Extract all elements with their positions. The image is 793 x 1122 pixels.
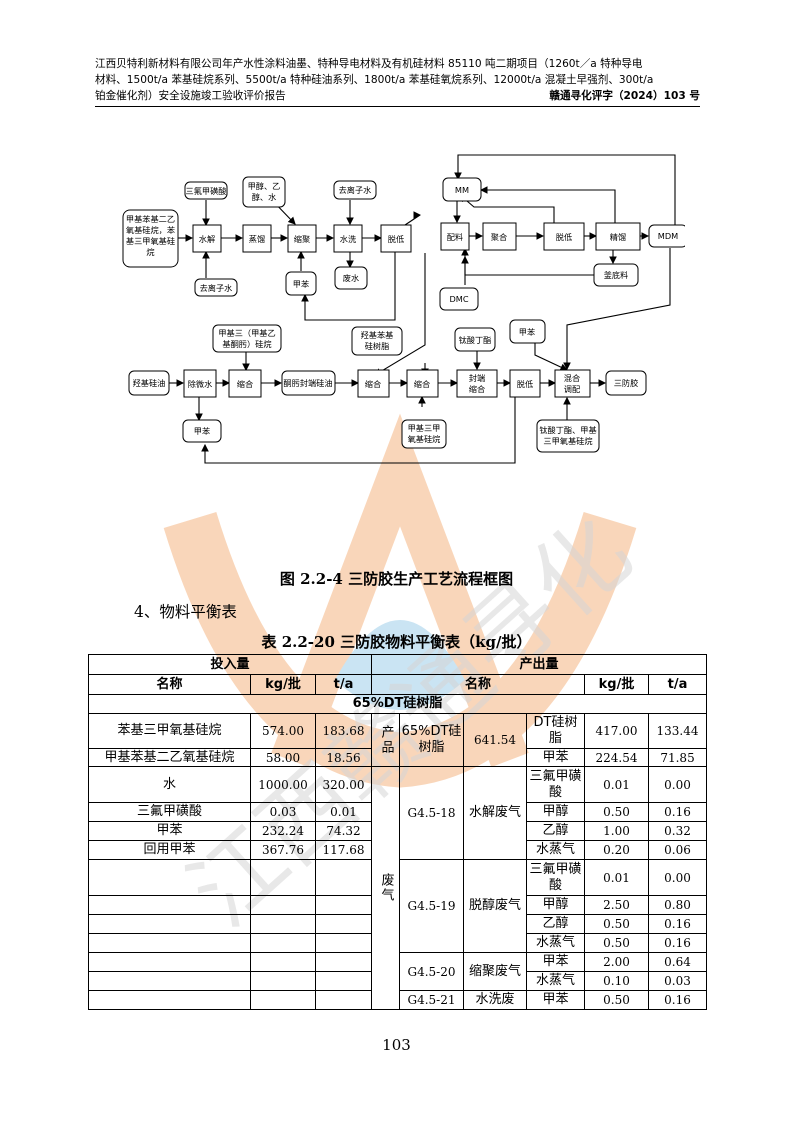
node-distillation: 蒸馏 <box>249 234 265 244</box>
gas-name: 脱醇废气 <box>463 859 528 953</box>
gas-name: 水洗废 <box>463 990 528 1010</box>
node-oxime-terminated-oil: 酮肟封端硅油 <box>283 378 332 388</box>
node-rectification: 精馏 <box>610 232 626 242</box>
table-row: 乙醇 0.50 0.16 <box>88 914 708 934</box>
category-product: 产品 <box>371 713 401 767</box>
output-header: 产出量 <box>371 654 708 675</box>
page-number: 103 <box>382 1036 411 1054</box>
node-hydrolysis: 水解 <box>199 234 215 244</box>
node-devol-3: 脱低 <box>517 379 533 389</box>
node-butyl-titanate: 钛酸丁酯 <box>459 335 492 345</box>
table-row: 甲苯 232.24 74.32 乙醇 1.00 0.32 <box>88 821 708 841</box>
category-waste-gas: 废气 <box>371 766 401 1010</box>
header-line-2: 材料、1500t/a 苯基硅烷系列、5500t/a 特种硅油系列、1800t/a… <box>95 74 654 86</box>
node-condensation-2: 缩合 <box>365 379 381 389</box>
table-row: G4.5-21 水洗废 甲苯 0.50 0.16 <box>88 990 708 1010</box>
node-condensation-1: 缩合 <box>237 379 253 389</box>
node-blending: 混合调配 <box>564 373 580 394</box>
gas-name: 水解废气 <box>463 766 528 860</box>
section-heading: 4、物料平衡表 <box>134 603 237 621</box>
table-row: 水蒸气 0.10 0.03 <box>88 971 708 991</box>
page-header: 江西贝特利新材料有限公司年产水性涂料油墨、特种导电材料及有机硅材料 85110 … <box>95 56 700 104</box>
node-conformal-coating: 三防胶 <box>614 378 639 388</box>
table-row: G4.5-19 脱醇废气 三氟甲磺酸 0.01 0.00 <box>88 859 708 953</box>
node-still-bottoms: 釜底料 <box>604 270 629 280</box>
node-condensation-3: 缩合 <box>414 379 430 389</box>
gas-code: G4.5-18 <box>399 766 465 860</box>
col-kg-batch: kg/批 <box>250 674 316 695</box>
table-row: 甲醇 2.50 0.80 <box>88 895 708 915</box>
table-row: 苯基三甲氧基硅烷 574.00 183.68 产品 65%DT硅树脂 641.5… <box>88 713 708 767</box>
node-di-water-2: 去离子水 <box>339 185 372 195</box>
header-line-1: 江西贝特利新材料有限公司年产水性涂料油墨、特种导电材料及有机硅材料 85110 … <box>95 58 643 70</box>
process-flowchart: 甲基苯基二乙氧基硅烷，苯基三甲氧基硅烷 三氟甲磺酸 水解 去离子水 蒸馏 甲醇、… <box>122 154 685 464</box>
figure-caption: 图 2.2-4 三防胶生产工艺流程框图 <box>279 570 514 588</box>
table-caption: 表 2.2-20 三防胶物料平衡表（kg/批） <box>261 633 532 651</box>
col-out-ta: t/a <box>648 674 708 695</box>
node-mdm: MDM <box>658 231 678 241</box>
node-toluene-2: 甲苯 <box>194 426 210 436</box>
table-row: 65%DT硅树脂 <box>87 694 708 714</box>
node-hydroxy-silicone-oil: 羟基硅油 <box>133 378 166 388</box>
gas-name: 缩聚废气 <box>463 952 528 991</box>
node-titanate-mtms: 钛酸丁酯、甲基三甲氧基硅烷 <box>539 425 596 446</box>
col-name: 名称 <box>88 674 251 695</box>
gas-code: G4.5-20 <box>399 952 465 991</box>
node-devol-2: 脱低 <box>556 232 572 242</box>
node-wastewater: 废水 <box>343 273 359 283</box>
material-balance-table: 投入量 产出量 名称 kg/批 t/a 名称 kg/批 t/a 65%DT硅树脂… <box>87 654 708 1010</box>
node-hydroxyphenyl-resin: 羟基苯基硅树脂 <box>361 330 394 351</box>
header-line-3: 铂金催化剂）安全设施竣工验收评价报告 <box>95 90 286 102</box>
product-name: 65%DT硅树脂 <box>399 713 465 767</box>
table-row: 水 1000.00 320.00 废气 G4.5-18 水解废气 三氟甲磺酸 0… <box>88 766 708 1010</box>
report-reference: 赣通寻化评字（2024）103 号 <box>549 90 700 102</box>
node-toluene-1: 甲苯 <box>293 279 309 289</box>
node-toluene-3: 甲苯 <box>519 327 535 337</box>
node-polycondensation: 缩聚 <box>294 234 310 244</box>
node-endcap-condensation: 封端缩合 <box>469 373 485 394</box>
node-mtms-1: 甲基三甲氧基硅烷 <box>408 423 441 444</box>
col-out-name: 名称 <box>371 674 586 695</box>
gas-code: G4.5-21 <box>399 990 465 1010</box>
col-ta: t/a <box>314 674 373 695</box>
node-raw-materials: 甲基苯基二乙氧基硅烷，苯基三甲氧基硅烷 <box>126 214 175 257</box>
node-dewatering: 除微水 <box>188 379 213 389</box>
node-oxime-silane: 甲基三（甲基乙基酮肟）硅烷 <box>218 328 275 349</box>
input-header: 投入量 <box>87 654 373 675</box>
node-alcohols-water: 甲醇、乙醇、水 <box>248 181 281 202</box>
node-di-water-1: 去离子水 <box>200 283 233 293</box>
table-row: 投入量 产出量 <box>87 654 708 675</box>
table-row: 水蒸气 0.50 0.16 <box>88 933 708 953</box>
node-triflic-acid: 三氟甲磺酸 <box>186 186 227 196</box>
header-rule <box>95 106 700 107</box>
node-batching: 配料 <box>447 232 463 242</box>
col-out-kg-batch: kg/批 <box>584 674 650 695</box>
table-row: 甲基苯基二乙氧基硅烷 58.00 18.56 甲苯 224.54 71.85 <box>88 748 708 767</box>
product-total: 641.54 <box>463 713 528 767</box>
node-water-wash: 水洗 <box>340 234 356 244</box>
node-devol-1: 脱低 <box>388 234 404 244</box>
node-polymerization: 聚合 <box>491 232 507 242</box>
table-row: 回用甲苯 367.76 117.68 水蒸气 0.20 0.06 <box>88 840 708 860</box>
gas-code: G4.5-19 <box>399 859 465 953</box>
group-title: 65%DT硅树脂 <box>87 694 708 714</box>
table-row: G4.5-20 缩聚废气 甲苯 2.00 0.64 <box>88 952 708 991</box>
table-row: 名称 kg/批 t/a 名称 kg/批 t/a <box>88 674 708 695</box>
node-mm: MM <box>455 185 469 195</box>
node-dmc: DMC <box>449 294 468 304</box>
